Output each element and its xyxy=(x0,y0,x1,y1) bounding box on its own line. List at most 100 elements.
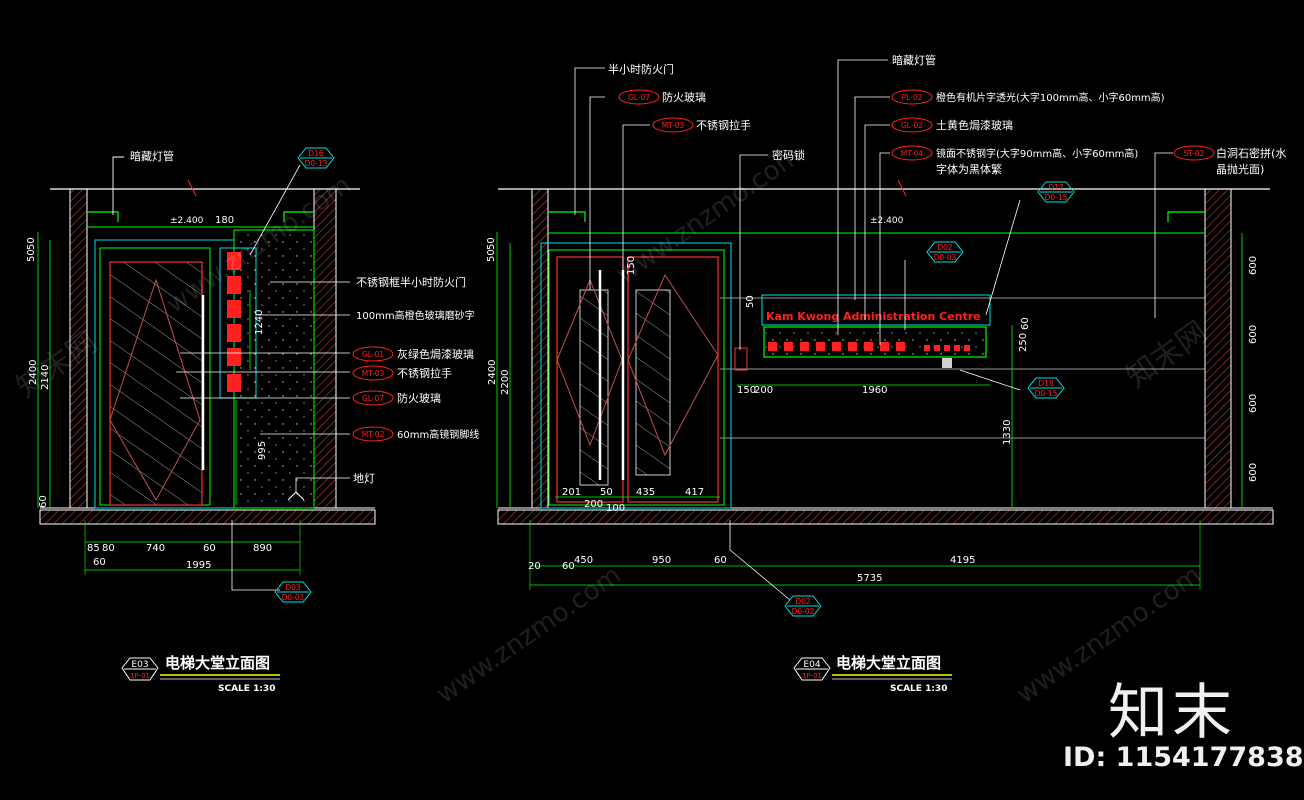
dim-1240: 1240 xyxy=(254,310,265,335)
right-label-mt04: 镜面不锈钢字(大字90mm高、小字60mm高) xyxy=(936,147,1138,160)
tag-gl02: GL-02 xyxy=(901,121,923,130)
right-label-code-lock: 密码锁 xyxy=(772,148,805,162)
svg-text:D0-15: D0-15 xyxy=(1045,193,1068,202)
right-dimensions: ±2.400 50 50 2400 2200 150 50 60 250 133… xyxy=(486,216,1259,584)
svg-text:417: 417 xyxy=(685,487,704,498)
svg-text:60: 60 xyxy=(38,495,49,508)
right-label-mt03: 不锈钢拉手 xyxy=(696,118,751,132)
left-scale: SCALE 1:30 xyxy=(218,684,275,694)
svg-text:2200: 2200 xyxy=(500,370,511,395)
svg-text:60: 60 xyxy=(93,557,106,568)
right-detail-bubbles: D17 D0-15 D02 D0-03 D18 D0-15 D02 D0-02 xyxy=(784,181,1075,617)
right-title-block: E04 1P-01 电梯大堂立面图 SCALE 1:30 xyxy=(793,654,952,694)
right-elevation: Kam Kwong Administration Centre xyxy=(496,59,1274,601)
tag-gl07: GL-07 xyxy=(362,394,384,403)
sign-text: Kam Kwong Administration Centre xyxy=(766,310,981,323)
svg-text:D0-02: D0-02 xyxy=(792,607,815,616)
svg-text:150: 150 xyxy=(737,385,756,396)
svg-text:600: 600 xyxy=(1248,394,1259,413)
bubble-d16-ref: D16 xyxy=(308,149,324,158)
svg-text:D02: D02 xyxy=(795,597,811,606)
left-red-characters xyxy=(227,252,241,392)
right-label-half-hour-door: 半小时防火门 xyxy=(608,62,674,76)
tag-mt02: MT-02 xyxy=(362,430,385,439)
right-label-gl07: 防火玻璃 xyxy=(662,90,706,104)
svg-text:200: 200 xyxy=(754,385,773,396)
right-label-pl02: 橙色有机片字透光(大字100mm高、小字60mm高) xyxy=(936,91,1165,104)
svg-text:D17: D17 xyxy=(1048,183,1064,192)
svg-text:60: 60 xyxy=(714,555,727,566)
tag-st02: ST-02 xyxy=(1184,149,1205,158)
svg-text:60: 60 xyxy=(1020,317,1031,330)
svg-text:950: 950 xyxy=(652,555,671,566)
tag-mt03: MT-03 xyxy=(362,369,385,378)
brand-logo: 知末 xyxy=(1108,678,1236,748)
svg-text:D0-15: D0-15 xyxy=(1035,389,1058,398)
svg-text:4195: 4195 xyxy=(950,555,975,566)
right-label-gl02: 土黄色焗漆玻璃 xyxy=(936,118,1013,132)
right-ref-code: E04 xyxy=(803,660,820,670)
right-title: 电梯大堂立面图 xyxy=(836,654,941,672)
dim-180: 180 xyxy=(215,215,234,226)
tag-mt04: MT-04 xyxy=(901,149,924,158)
svg-text:60: 60 xyxy=(562,561,575,572)
svg-text:50: 50 xyxy=(486,249,497,262)
svg-text:2400: 2400 xyxy=(487,360,498,385)
svg-text:150: 150 xyxy=(626,256,637,275)
left-label-floor-light: 地灯 xyxy=(353,472,375,485)
bubble-d03-ref: D03 xyxy=(285,583,301,592)
left-label-door-frame: 不锈钢框半小时防火门 xyxy=(356,275,466,289)
svg-text:1330: 1330 xyxy=(1002,420,1013,445)
right-label-st02: 白洞石密拼(水 xyxy=(1216,146,1286,160)
svg-text:20: 20 xyxy=(528,561,541,572)
svg-text:890: 890 xyxy=(253,543,272,554)
svg-text:200: 200 xyxy=(584,499,603,510)
tag-gl01: GL-01 xyxy=(362,350,384,359)
right-red-characters xyxy=(768,342,970,351)
svg-text:50: 50 xyxy=(600,487,613,498)
right-level: ±2.400 xyxy=(870,216,904,226)
right-label-st02-finish: 晶抛光面) xyxy=(1216,162,1264,176)
left-title: 电梯大堂立面图 xyxy=(165,654,270,672)
right-scale: SCALE 1:30 xyxy=(890,684,947,694)
left-detail-bubbles: D16 D0-13 D03 D0-01 xyxy=(274,147,335,603)
svg-text:600: 600 xyxy=(1248,463,1259,482)
svg-text:D18: D18 xyxy=(1038,379,1054,388)
dim-995: 995 xyxy=(257,441,268,460)
image-id: ID: 1154177838 xyxy=(1063,742,1304,773)
left-label-gl01: 灰绿色焗漆玻璃 xyxy=(397,347,474,361)
svg-text:60: 60 xyxy=(203,543,216,554)
left-label-glass-char: 100mm高橙色玻璃磨砂字 xyxy=(356,309,475,322)
bubble-d03-sheet: D0-01 xyxy=(282,593,305,602)
left-label-mt03: 不锈钢拉手 xyxy=(397,366,452,380)
svg-text:5735: 5735 xyxy=(857,573,882,584)
left-dimensions: ±2.400 180 50 50 2400 2140 60 1240 995 8… xyxy=(26,215,272,571)
left-material-tags: GL-01 MT-03 GL-07 MT-02 xyxy=(352,346,394,442)
svg-text:50: 50 xyxy=(745,295,756,308)
left-ref-sheet: 1P-01 xyxy=(130,672,150,680)
left-label-gl07: 防火玻璃 xyxy=(397,391,441,405)
svg-text:50: 50 xyxy=(26,237,37,250)
dim-2140: 2140 xyxy=(40,365,51,390)
left-ref-code: E03 xyxy=(131,660,148,670)
left-title-block: E03 1P-01 电梯大堂立面图 SCALE 1:30 xyxy=(121,654,280,694)
left-label-light: 暗藏灯管 xyxy=(130,149,174,163)
svg-text:80: 80 xyxy=(102,543,115,554)
right-ref-sheet: 1P-01 xyxy=(802,672,822,680)
svg-text:100: 100 xyxy=(606,503,625,514)
right-label-light: 暗藏灯管 xyxy=(892,53,936,67)
tag-r-gl07: GL-07 xyxy=(628,93,650,102)
tag-pl02: PL-02 xyxy=(902,93,923,102)
svg-text:740: 740 xyxy=(146,543,165,554)
svg-text:600: 600 xyxy=(1248,325,1259,344)
right-material-tags: GL-07 MT-03 PL-02 GL-02 MT-04 ST-02 xyxy=(618,89,1215,161)
svg-text:50: 50 xyxy=(486,237,497,250)
bubble-d16-sheet: D0-13 xyxy=(305,159,328,168)
svg-text:50: 50 xyxy=(26,249,37,262)
left-label-mt02: 60mm高镜钢脚线 xyxy=(397,428,479,441)
dim-2400: 2400 xyxy=(28,360,39,385)
svg-text:1960: 1960 xyxy=(862,385,887,396)
svg-text:435: 435 xyxy=(636,487,655,498)
left-elevation xyxy=(37,156,376,591)
tag-r-mt03: MT-03 xyxy=(662,121,685,130)
